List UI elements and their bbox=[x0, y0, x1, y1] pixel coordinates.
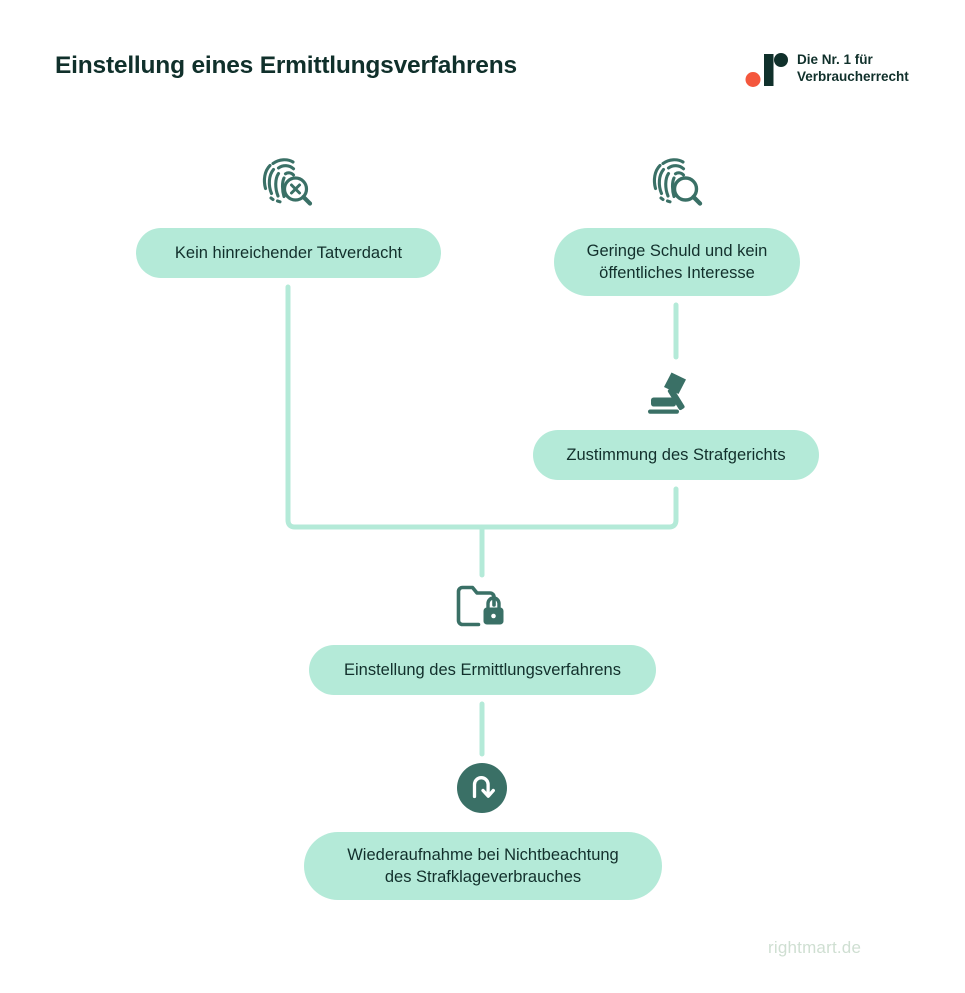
node-label: Wiederaufnahme bei Nichtbeachtung des St… bbox=[347, 844, 619, 888]
brand-tagline-line2: Verbraucherrecht bbox=[797, 69, 909, 84]
folder-lock-icon bbox=[456, 585, 504, 627]
node-label: Einstellung des Ermittlungsverfahrens bbox=[344, 661, 621, 679]
fingerprint-search-icon bbox=[652, 158, 703, 206]
node-label-line2: öffentliches Interesse bbox=[599, 264, 755, 282]
node-zustimmung-strafgericht[interactable]: Zustimmung des Strafgerichts bbox=[533, 430, 819, 480]
footer-website-url: rightmart.de bbox=[768, 938, 862, 957]
node-label: Zustimmung des Strafgerichts bbox=[566, 446, 786, 464]
node-einstellung-ermittlungsverfahren[interactable]: Einstellung des Ermittlungsverfahrens bbox=[309, 645, 656, 695]
node-label: Geringe Schuld und kein öffentliches Int… bbox=[587, 240, 768, 284]
gavel-icon bbox=[648, 372, 686, 414]
brand-logo: Die Nr. 1 für Verbraucherrecht bbox=[745, 50, 920, 92]
fingerprint-search-x-icon bbox=[262, 158, 313, 206]
node-label-line1: Wiederaufnahme bei Nichtbeachtung bbox=[347, 846, 619, 864]
node-label: Kein hinreichender Tatverdacht bbox=[174, 244, 403, 262]
rightmart-logo-mark-icon bbox=[745, 53, 788, 87]
node-geringe-schuld[interactable]: Geringe Schuld und kein öffentliches Int… bbox=[554, 228, 800, 296]
brand-tagline: Die Nr. 1 für Verbraucherrecht bbox=[797, 51, 909, 85]
node-label-line1: Geringe Schuld und kein bbox=[586, 242, 768, 260]
node-kein-hinreichender-tatverdacht[interactable]: Kein hinreichender Tatverdacht bbox=[136, 228, 441, 278]
page-title: Einstellung eines Ermittlungsverfahrens bbox=[55, 52, 517, 79]
edge-merge-bus bbox=[285, 284, 679, 530]
refresh-uturn-icon bbox=[457, 763, 507, 813]
node-label-line2: des Strafklageverbrauches bbox=[384, 868, 582, 886]
node-wiederaufnahme[interactable]: Wiederaufnahme bei Nichtbeachtung des St… bbox=[304, 832, 662, 900]
brand-tagline-line1: Die Nr. 1 für bbox=[797, 52, 873, 67]
